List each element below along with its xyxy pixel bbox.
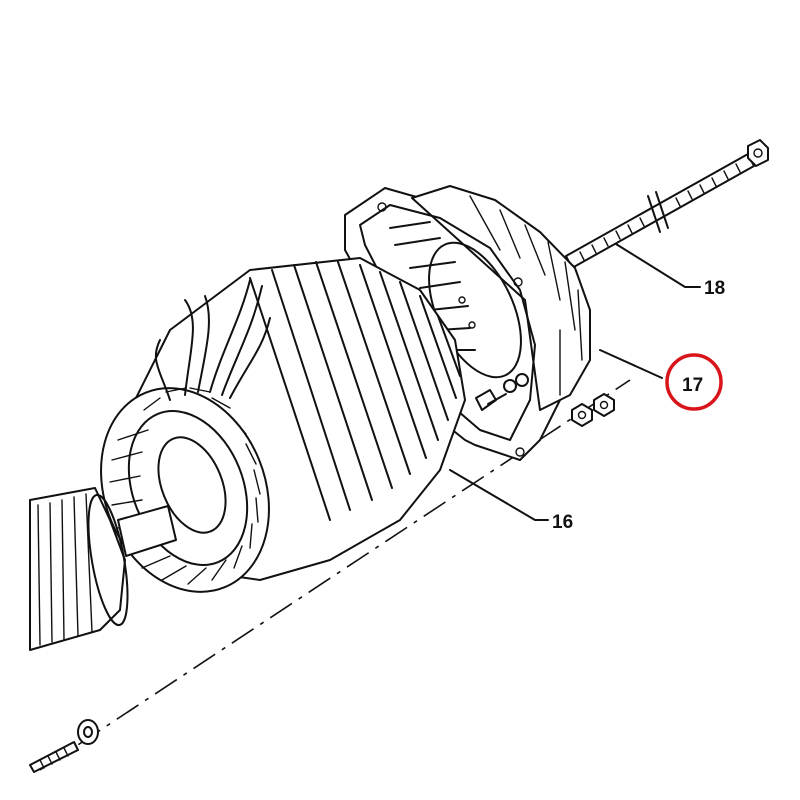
leader-line-16 (449, 469, 549, 521)
rotor-armature (29, 487, 177, 651)
lead-wires (154, 279, 271, 401)
terminal-screws (475, 373, 529, 411)
highlight-circle-17 (665, 353, 723, 411)
leader-line-18 (615, 243, 701, 288)
screw-and-washer (29, 719, 99, 773)
end-bell-housing-part-17 (344, 185, 615, 461)
stator-part-16 (100, 257, 466, 593)
nuts (571, 393, 615, 427)
callout-16: 16 (552, 512, 573, 533)
leader-line-17 (599, 349, 663, 379)
callout-18: 18 (704, 278, 725, 299)
callout-17: 17 (682, 375, 703, 396)
tie-rod-part-18 (565, 139, 769, 269)
